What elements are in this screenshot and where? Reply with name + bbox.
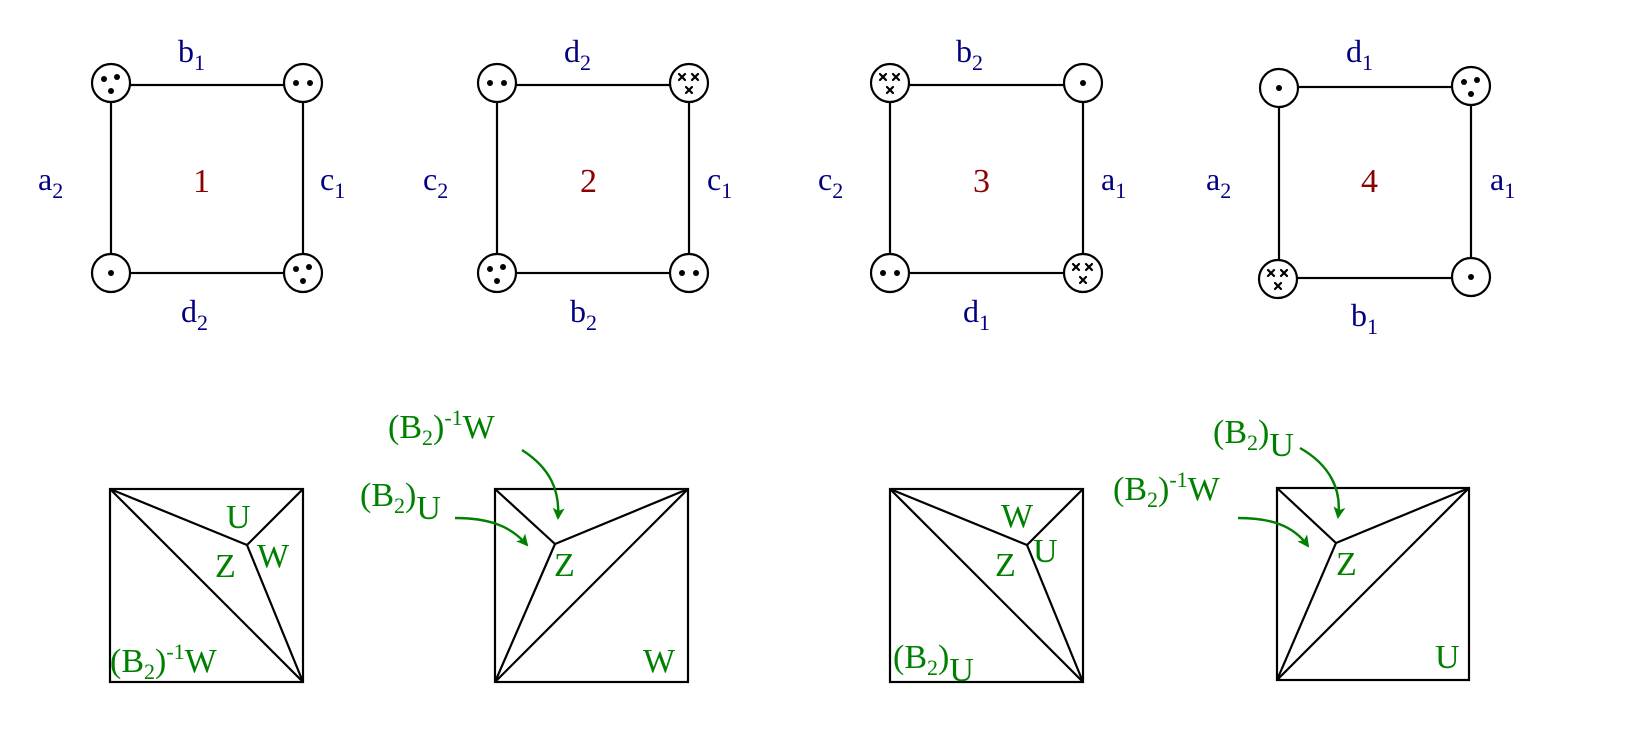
region-panel-4: Z U (B2)U (B2)-1W: [1113, 414, 1471, 682]
edge-label-bottom: b2: [570, 293, 597, 335]
square-3-outline: [888, 83, 1085, 275]
region-panel-1: U W Z (B2)-1W: [108, 487, 305, 684]
region-label-U: U: [226, 499, 251, 536]
region-label-corner: W: [643, 643, 676, 680]
region-label-corner: U: [1435, 639, 1460, 676]
arrow-left-icon: [454, 516, 529, 547]
vertex-dot2-icon: [668, 252, 710, 294]
region-label-W: W: [257, 538, 290, 575]
edge-label-bottom: d2: [181, 293, 208, 335]
edge-label-left: c2: [818, 161, 843, 203]
region-label-Z: Z: [554, 547, 575, 584]
edge-label-right: c1: [320, 161, 345, 203]
face-label: 1: [193, 163, 210, 200]
edge-label-top: d1: [1346, 33, 1373, 75]
face-label: 4: [1361, 163, 1378, 200]
edge-label-left: a2: [1206, 161, 1231, 203]
region-label-corner: (B2)-1W: [110, 639, 218, 684]
region-panel-2: Z W (B2)-1W (B2)U: [360, 405, 690, 684]
vertex-dot3-icon: [282, 252, 324, 294]
arrow-label-left: (B2)-1W: [1113, 467, 1221, 512]
edge-label-right: a1: [1101, 161, 1126, 203]
region-panel-3: W U Z (B2)U: [888, 487, 1085, 689]
vertex-dot3-icon: [476, 252, 518, 294]
arrow-label-left: (B2)U: [360, 477, 441, 527]
square-2-outline: [495, 83, 691, 275]
edge-label-top: b2: [956, 33, 983, 75]
vertex-cross3-icon: [869, 62, 911, 104]
vertex-dot2-icon: [869, 252, 911, 294]
square-1: b1 d2 a2 c1 1: [38, 33, 345, 335]
vertex-dot3-icon: [90, 62, 132, 104]
arrow-top-icon: [521, 448, 565, 520]
edge-label-bottom: d1: [963, 293, 990, 335]
edge-label-left: c2: [423, 161, 448, 203]
edge-label-top: d2: [564, 33, 591, 75]
region-label-U: U: [1033, 533, 1058, 570]
vertex-dot1-icon: [1450, 256, 1492, 298]
square-4-outline: [1277, 85, 1473, 280]
vertex-dot1-icon: [90, 252, 132, 294]
panel-outline: [1275, 486, 1471, 682]
edge-label-right: c1: [707, 161, 732, 203]
panel-outline: [493, 487, 690, 684]
arrow-label-top: (B2)U: [1213, 414, 1294, 464]
region-label-W: W: [1001, 498, 1034, 535]
arrow-left-icon: [1237, 516, 1310, 548]
vertex-dot1-icon: [1062, 62, 1104, 104]
square-1-outline: [109, 83, 305, 275]
panel-outline: [108, 487, 305, 684]
panel-outline: [888, 487, 1085, 684]
region-label-Z: Z: [995, 547, 1016, 584]
vertex-cross3-icon: [1257, 258, 1299, 300]
square-4: d1 b1 a2 a1 4: [1206, 33, 1515, 339]
vertex-cross3-icon: [1062, 252, 1104, 294]
vertex-cross3-icon: [668, 62, 710, 104]
edge-label-left: a2: [38, 161, 63, 203]
face-label: 2: [580, 163, 597, 200]
region-label-Z: Z: [215, 548, 236, 585]
arrow-label-top: (B2)-1W: [388, 405, 496, 450]
face-label: 3: [973, 163, 990, 200]
region-label-Z: Z: [1336, 546, 1357, 583]
vertex-dot1-icon: [1258, 67, 1300, 109]
square-3: b2 d1 c2 a1 3: [818, 33, 1126, 335]
edge-label-top: b1: [178, 33, 205, 75]
square-2: d2 b2 c2 c1 2: [423, 33, 732, 335]
edge-label-bottom: b1: [1351, 297, 1378, 339]
edge-label-right: a1: [1490, 161, 1515, 203]
vertex-dot2-icon: [282, 62, 324, 104]
vertex-dot3-icon: [1450, 65, 1492, 107]
region-label-corner: (B2)U: [893, 639, 974, 689]
arrow-top-icon: [1299, 446, 1346, 519]
vertex-dot2-icon: [476, 62, 518, 104]
